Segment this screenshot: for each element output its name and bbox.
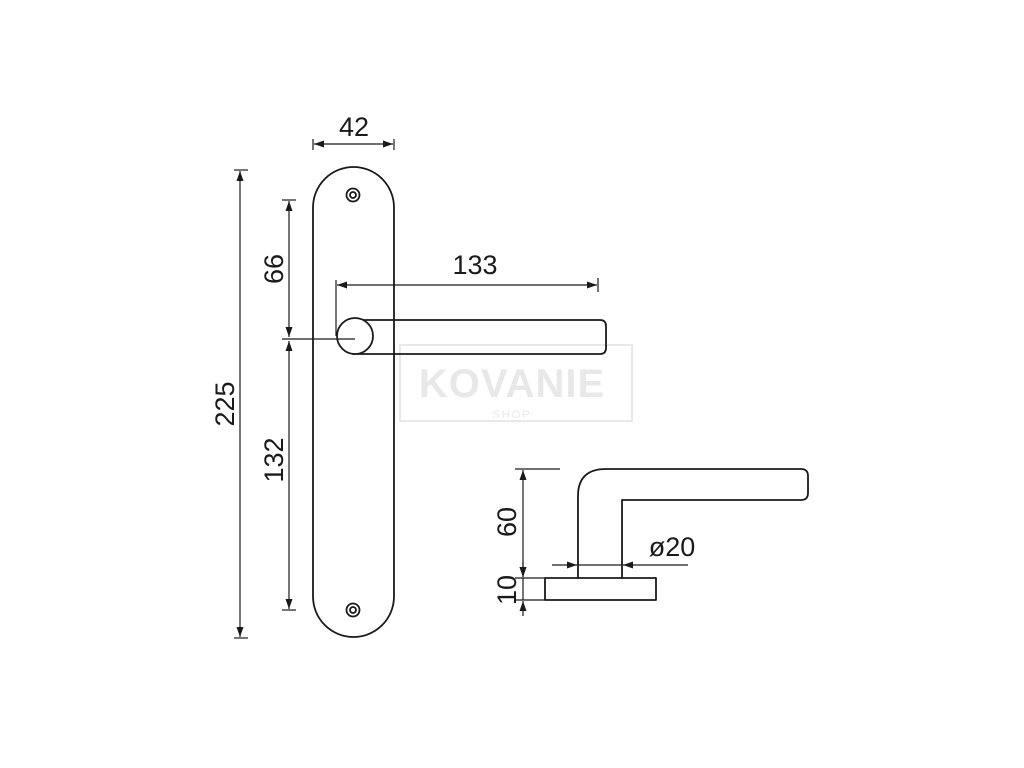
handle-rose xyxy=(336,317,374,355)
watermark-brand: KOVANIE xyxy=(419,362,605,406)
label-handle-height: 60 xyxy=(492,507,522,537)
watermark: KOVANIE SHOP xyxy=(399,344,633,422)
label-plate-width: 42 xyxy=(339,112,369,142)
label-plate-height: 225 xyxy=(210,381,240,426)
rosette-side xyxy=(544,577,657,601)
top-screw xyxy=(345,187,361,203)
back-plate xyxy=(312,166,395,638)
label-spindle-top: 66 xyxy=(259,254,289,284)
lever-handle-front xyxy=(352,319,607,355)
label-rosette-thickness: 10 xyxy=(492,575,522,605)
label-spindle-bottom: 132 xyxy=(259,437,289,482)
lever-handle-side xyxy=(577,468,809,579)
bottom-screw xyxy=(345,602,361,618)
watermark-sub: SHOP xyxy=(492,409,531,421)
label-handle-diameter: ø20 xyxy=(649,532,696,562)
label-handle-length: 133 xyxy=(452,250,497,280)
